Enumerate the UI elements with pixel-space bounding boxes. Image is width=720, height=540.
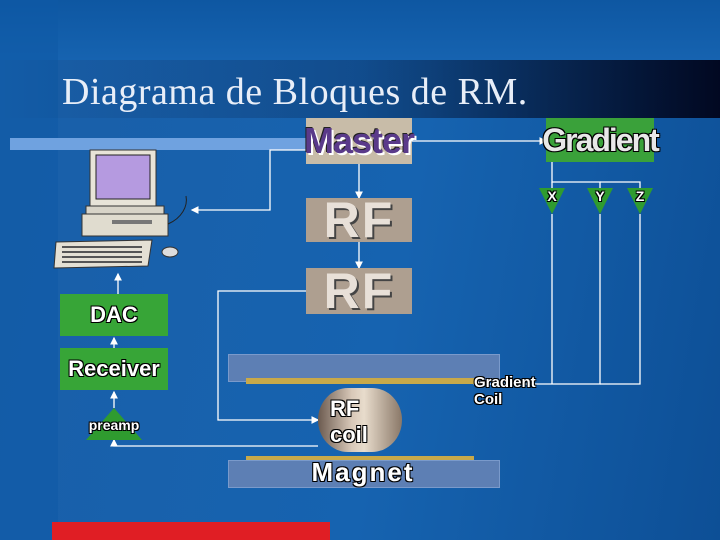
wire-gradient-x [551,162,601,188]
magnet-bar [246,456,474,462]
gradient-z-amplifier [627,188,653,214]
preamp-label: preamp [88,417,140,433]
gradient-coil-bar [246,378,474,384]
dac-block: DAC [60,294,168,336]
wire-master-computer [190,149,306,214]
bottom-accent-bar [52,522,330,540]
gradient-coil-label: Gradient Coil [474,374,536,408]
wire-coil-preamp [110,438,318,447]
rf-coil-label: RF coil [330,396,368,447]
gradient-y-label: Y [595,188,605,204]
gradient-block: Gradient [542,118,660,162]
gradient-x-amplifier [539,188,565,214]
master-block: Master [304,118,415,164]
rf-transmitter-block: RF [306,192,412,248]
rf-coil-cylinder [318,388,402,452]
wire-z-coil [600,214,641,385]
rf-amplifier-block: RF [306,263,412,319]
receiver-block: Receiver [60,348,168,390]
preamp-triangle [86,408,142,440]
top-band [0,0,720,60]
accent-line [10,138,310,150]
gradient-y-amplifier [587,188,613,214]
gradient-z-label: Z [635,188,645,204]
magnet-label: Magnet [311,456,415,487]
gradient-x-label: X [547,188,557,204]
page-title: Diagrama de Bloques de RM. [62,71,528,113]
magnet-plate [228,460,500,488]
computer-icon [53,149,187,269]
title-bar [0,60,720,118]
